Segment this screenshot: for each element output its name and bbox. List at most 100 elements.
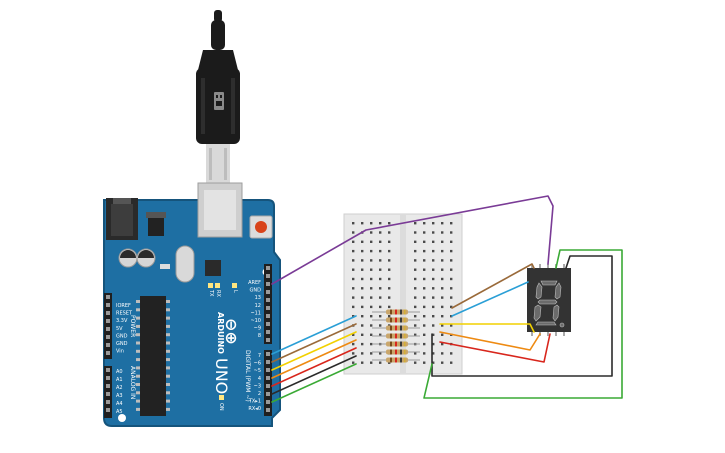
pin-label: 13	[255, 295, 261, 301]
header-hole	[266, 274, 270, 278]
breadboard-hole	[370, 315, 373, 318]
breadboard-hole	[361, 315, 364, 318]
breadboard-hole	[450, 296, 453, 299]
pin-label: TX▸1	[248, 399, 261, 405]
header-hole	[106, 408, 110, 412]
on-led-label: ON	[218, 403, 224, 411]
chip-pin	[166, 407, 170, 411]
breadboard-hole	[432, 361, 435, 364]
header-hole	[266, 376, 270, 380]
breadboard-hole	[388, 277, 391, 281]
chip-pin	[166, 316, 170, 320]
header-hole	[106, 311, 110, 315]
header-hole	[106, 351, 110, 355]
pin-label: 4	[258, 376, 261, 382]
breadboard-hole	[379, 231, 382, 234]
breadboard-hole	[388, 315, 391, 318]
pin-label: ~9	[254, 326, 261, 332]
pin-label: ~6	[254, 361, 261, 367]
pin-label: AREF	[248, 280, 261, 286]
pin-label: 12	[255, 303, 261, 309]
breadboard-hole	[379, 268, 382, 271]
breadboard-hole	[370, 287, 373, 290]
breadboard-hole	[370, 231, 373, 234]
breadboard-hole	[352, 240, 355, 243]
pin-label: Vin	[116, 349, 124, 355]
breadboard-hole	[414, 352, 417, 355]
power-section-label: POWER	[129, 315, 136, 337]
header-hole	[106, 384, 110, 388]
breadboard-hole	[370, 259, 373, 262]
breadboard-hole	[379, 287, 382, 290]
chip-pin	[136, 316, 140, 320]
breadboard-hole	[423, 231, 426, 234]
pin-label: A1	[116, 377, 123, 383]
breadboard-hole	[370, 277, 373, 281]
breadboard-hole	[441, 231, 444, 234]
header-hole	[106, 400, 110, 404]
breadboard-hole	[361, 324, 364, 327]
breadboard-hole	[441, 324, 444, 327]
chip-pin	[166, 308, 170, 312]
breadboard-hole	[370, 240, 373, 243]
breadboard-hole	[432, 305, 435, 309]
header-hole	[106, 376, 110, 380]
breadboard-hole	[432, 287, 435, 290]
breadboard-hole	[450, 361, 453, 364]
breadboard-hole	[450, 249, 453, 253]
pin-label: A2	[116, 385, 123, 391]
chip-pin	[166, 349, 170, 353]
display-pin	[563, 264, 565, 268]
breadboard-hole	[432, 333, 435, 336]
breadboard-hole	[352, 315, 355, 318]
breadboard-hole	[361, 287, 364, 290]
breadboard-hole	[423, 352, 426, 355]
pin-label: ~11	[250, 310, 261, 316]
resistor-band	[390, 357, 392, 363]
resistor-band	[400, 357, 402, 363]
breadboard-hole	[414, 268, 417, 271]
l-led-label: L	[232, 290, 238, 293]
breadboard-hole	[432, 324, 435, 327]
chip-pin	[136, 358, 140, 362]
rx-led-label: RX	[215, 290, 221, 297]
breadboard-hole	[361, 277, 364, 281]
breadboard-hole	[379, 333, 382, 336]
pin-label: A3	[116, 393, 123, 399]
breadboard-hole	[370, 324, 373, 327]
resistor-band	[400, 333, 402, 339]
wire-orange	[271, 339, 357, 379]
display-pin	[547, 264, 549, 268]
breadboard-hole	[361, 240, 364, 243]
wire-yellow	[271, 331, 357, 371]
breadboard-hole	[432, 342, 435, 346]
chip-pin	[166, 300, 170, 303]
chip-pin	[136, 341, 140, 345]
wire-black-display	[431, 255, 613, 377]
header-hole	[266, 314, 270, 318]
header-hole	[266, 298, 270, 302]
resistor-band	[404, 317, 406, 323]
breadboard-hole	[423, 305, 426, 309]
wire-orange-display	[439, 331, 541, 351]
breadboard-hole	[352, 231, 355, 234]
chip-pin	[136, 300, 140, 303]
pin-label: GND	[116, 333, 128, 339]
header-hole	[266, 330, 270, 334]
chip-pin	[166, 391, 170, 395]
breadboard-hole	[352, 305, 355, 309]
wire-brown-display	[451, 263, 535, 309]
header-hole	[106, 343, 110, 347]
display-pin	[531, 264, 533, 268]
resistor-band	[390, 325, 392, 331]
resistor-array	[372, 309, 420, 363]
breadboard-hole	[441, 277, 444, 281]
chip-pin	[136, 374, 140, 378]
breadboard-hole	[361, 361, 364, 364]
header-hole	[266, 290, 270, 294]
breadboard-hole	[352, 333, 355, 336]
breadboard-hole	[379, 222, 382, 225]
breadboard-hole	[361, 259, 364, 262]
resistor-band	[404, 357, 406, 363]
resistor-band	[390, 341, 392, 347]
